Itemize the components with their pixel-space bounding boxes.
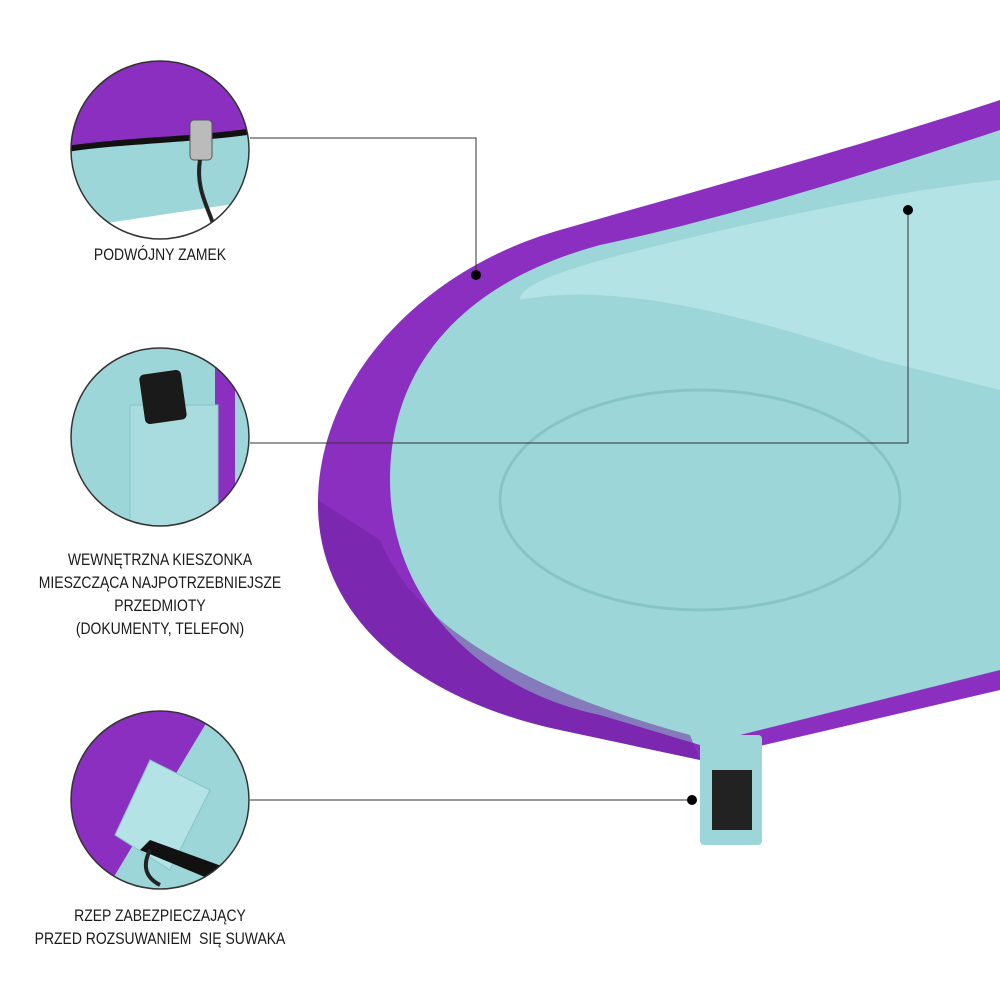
caption-line: PODWÓJNY ZAMEK	[93, 245, 227, 264]
caption-line: PRZEDMIOTY	[114, 596, 206, 615]
caption-line: PRZED ROZSUWANIEM SIĘ SUWAKA	[34, 929, 286, 948]
leader-line-velcro	[250, 795, 697, 805]
leader-line-zipper	[250, 137, 481, 280]
caption-velcro: RZEP ZABEZPIECZAJĄCY PRZED ROZSUWANIEM S…	[29, 904, 291, 950]
zoom-circle-pocket	[70, 347, 250, 527]
caption-line: RZEP ZABEZPIECZAJĄCY	[74, 906, 246, 925]
zoom-circle-zipper	[70, 60, 250, 240]
caption-double-zipper: PODWÓJNY ZAMEK	[45, 243, 275, 266]
leader-line-pocket	[250, 205, 913, 444]
zoom-circle-velcro	[70, 710, 250, 890]
velcro-patch	[712, 770, 752, 830]
caption-line: (DOKUMENTY, TELEFON)	[75, 619, 245, 638]
caption-line: WEWNĘTRZNA KIESZONKA	[67, 550, 253, 569]
sleeping-bag	[317, 100, 1000, 845]
caption-line: MIESZCZĄCA NAJPOTRZEBNIEJSZE	[38, 573, 282, 592]
caption-inner-pocket: WEWNĘTRZNA KIESZONKA MIESZCZĄCA NAJPOTRZ…	[29, 548, 291, 640]
